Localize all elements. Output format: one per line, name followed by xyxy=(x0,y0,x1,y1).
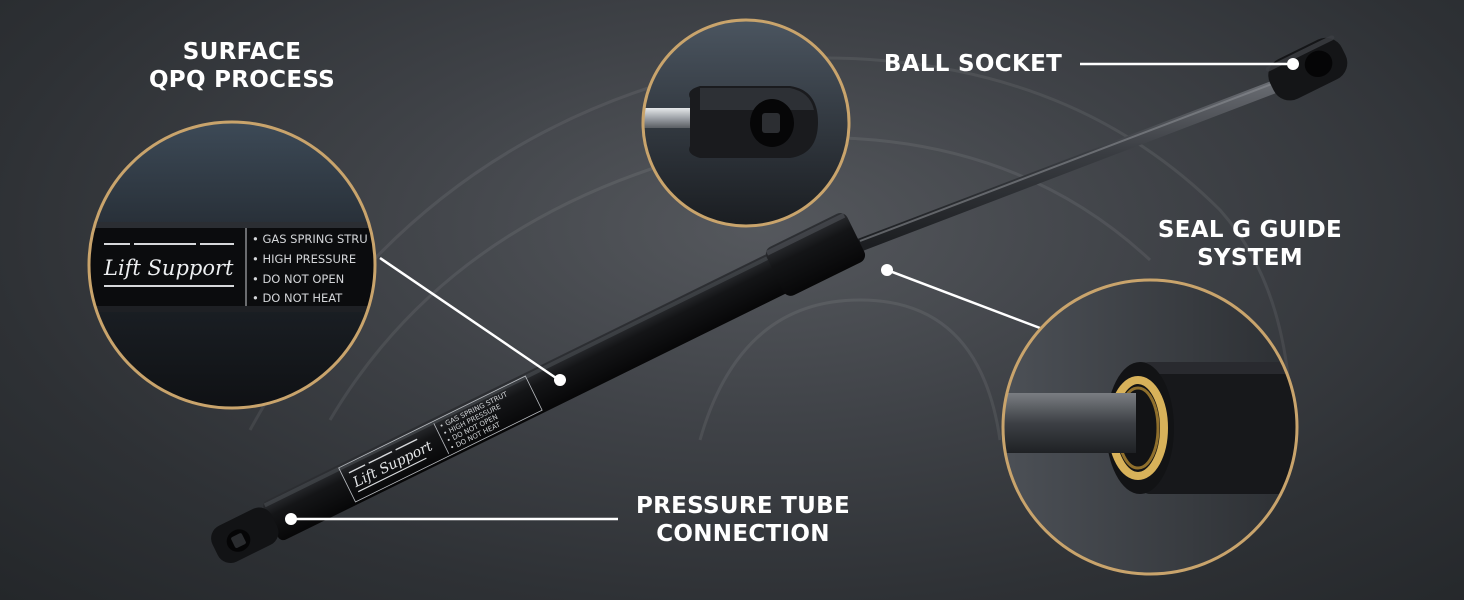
zoom-brand-text: Lift Support xyxy=(103,256,234,280)
ball-socket-text: BALL SOCKET xyxy=(883,51,1063,77)
pressure-tube xyxy=(263,239,817,541)
piston-rod xyxy=(853,70,1307,252)
seal-label-line1: SEAL G GUIDE xyxy=(1157,217,1343,243)
pressure-label-line1: PRESSURE TUBE xyxy=(636,493,850,519)
surface-label-line2: QPQ PROCESS xyxy=(148,67,336,93)
pressure-label-line2: CONNECTION xyxy=(656,521,830,547)
surface-label-line1: SURFACE xyxy=(182,39,302,65)
zoom-circle-seal xyxy=(1001,278,1299,576)
seal-collar xyxy=(765,213,866,296)
callout-dots xyxy=(285,58,1299,525)
seal-guide-label: SEAL G GUIDE SYSTEM xyxy=(1140,216,1360,272)
zoom-warning-3: • DO NOT OPEN xyxy=(252,272,344,286)
zoom-warning-2: • HIGH PRESSURE xyxy=(252,252,356,266)
ball-socket-label: BALL SOCKET xyxy=(880,50,1066,78)
callout-lines xyxy=(291,62,1292,521)
seal-label-line2: SYSTEM xyxy=(1197,245,1303,271)
surface-qpq-label: SURFACE QPQ PROCESS xyxy=(132,38,352,94)
zoom-circle-surface: Lift Support • GAS SPRING STRU • HIGH PR… xyxy=(87,120,377,410)
zoom-circle-ball-socket xyxy=(641,18,851,228)
pressure-tube-label: PRESSURE TUBE CONNECTION xyxy=(628,492,858,548)
zoom-warning-1: • GAS SPRING STRU xyxy=(252,232,368,246)
zoom-warning-4: • DO NOT HEAT xyxy=(252,291,343,305)
zoom-circle-border xyxy=(87,120,377,410)
